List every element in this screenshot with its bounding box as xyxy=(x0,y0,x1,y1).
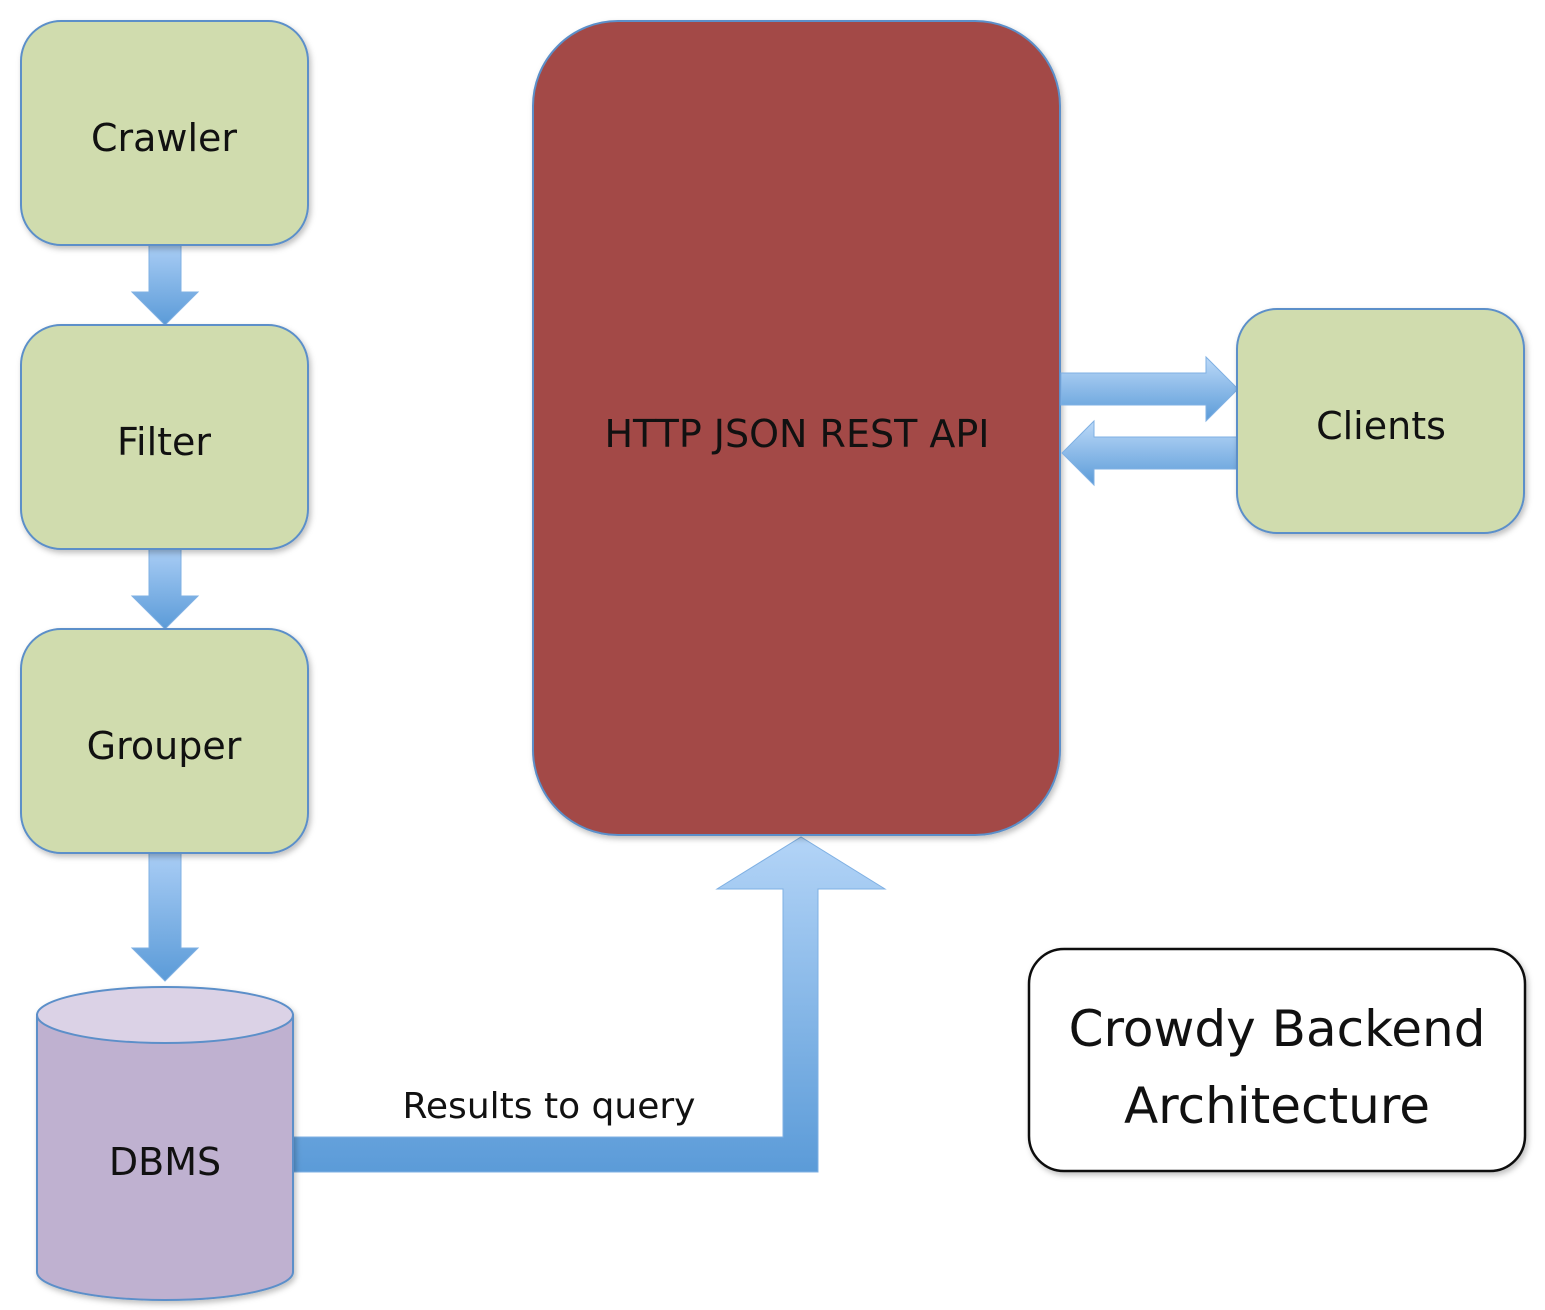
arrow-api-to-clients xyxy=(1060,355,1239,423)
crawler-node: Crawler xyxy=(20,20,309,246)
results-to-query-label: Results to query xyxy=(403,1086,696,1127)
filter-label: Filter xyxy=(117,420,211,464)
clients-node: Clients xyxy=(1236,308,1525,534)
filter-node: Filter xyxy=(20,324,309,550)
dbms-node xyxy=(36,986,294,1301)
arrow-clients-to-api xyxy=(1061,419,1239,487)
title-line-1: Crowdy Backend xyxy=(1069,1000,1486,1058)
arrow-crawler-to-filter xyxy=(130,244,200,326)
api-node: HTTP JSON REST API xyxy=(532,20,1061,836)
crawler-label: Crawler xyxy=(91,116,237,160)
clients-label: Clients xyxy=(1316,404,1446,448)
title-box: Crowdy Backend Architecture xyxy=(1027,947,1527,1173)
grouper-label: Grouper xyxy=(87,724,242,768)
grouper-node: Grouper xyxy=(20,628,309,854)
api-label: HTTP JSON REST API xyxy=(604,412,989,456)
dbms-label: DBMS xyxy=(109,1140,221,1184)
arrow-dbms-to-api xyxy=(289,836,887,1173)
arrow-grouper-to-dbms xyxy=(130,852,200,982)
title-line-2: Architecture xyxy=(1124,1077,1430,1135)
arrow-filter-to-grouper xyxy=(130,548,200,630)
